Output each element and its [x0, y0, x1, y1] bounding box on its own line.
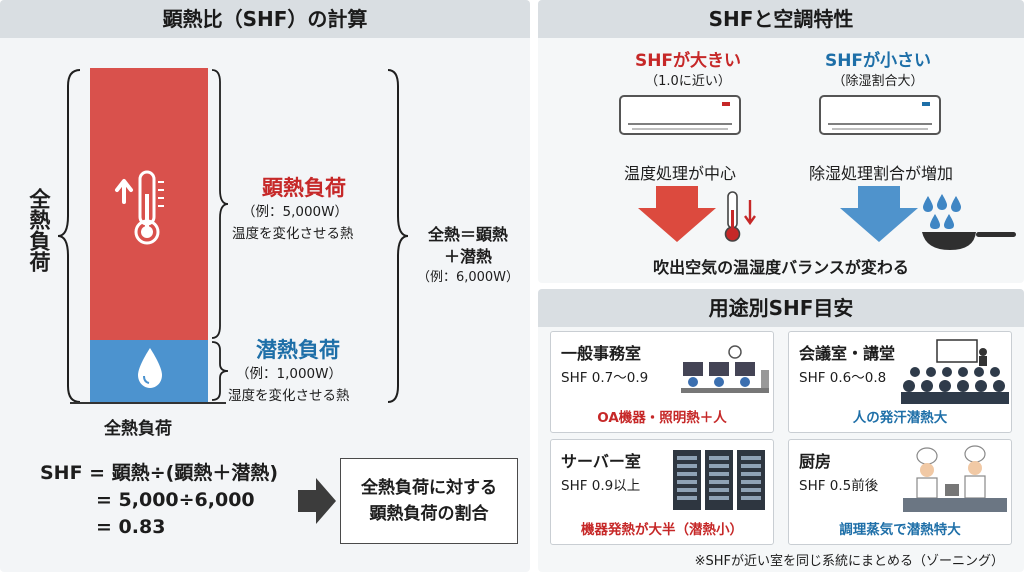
card-name: 会議室・講堂 — [799, 344, 896, 363]
shf-by-use-panel: 用途別SHF目安 一般事務室 SHF 0.7〜0.9 OA機器・照明熱＋人 会議… — [538, 289, 1024, 572]
low-shf-title: SHFが小さい — [824, 51, 932, 71]
air-conditioner-icon — [819, 95, 941, 135]
formula-line3: = 0.83 — [96, 516, 166, 538]
card-note: 機器発熱が大半（潜熱小） — [581, 522, 743, 538]
chef-icon — [903, 445, 1007, 512]
left-brace — [57, 69, 81, 403]
dripping-water-icon — [923, 194, 961, 229]
result-line1: 全熱負荷に対する — [361, 478, 497, 498]
card-name: 厨房 — [799, 452, 832, 471]
shf-formula: SHF = 顕熱÷(顕熱＋潜熱) = 5,000÷6,000 = 0.83 — [40, 460, 278, 541]
office-icon — [681, 345, 769, 393]
low-shf-desc: 除湿処理割合が増加 — [808, 164, 953, 183]
result-box: 全熱負荷に対する 顕熱負荷の割合 — [340, 458, 518, 544]
card-value: SHF 0.7〜0.9 — [561, 370, 649, 386]
balance-caption: 吹出空気の温湿度バランスが変わる — [653, 258, 909, 277]
formula-line1: SHF = 顕熱÷(顕熱＋潜熱) — [40, 462, 279, 484]
server-rack-icon — [673, 450, 765, 510]
latent-brace — [211, 341, 229, 401]
total-load-bottom-label: 全熱負荷 — [104, 419, 172, 439]
total-eq-line2: ＋潜熱 — [443, 247, 492, 266]
card-name: サーバー室 — [561, 452, 641, 471]
latent-load-desc: 湿度を変化させる熱 — [228, 388, 350, 404]
latent-load-example: （例：1,000W） — [236, 366, 342, 382]
high-shf-desc: 温度処理が中心 — [623, 164, 736, 183]
low-shf-sub: （除湿割合大） — [832, 74, 924, 89]
result-arrow-icon — [298, 478, 336, 524]
audience-icon — [901, 339, 1009, 404]
use-card-office: 一般事務室 SHF 0.7〜0.9 OA機器・照明熱＋人 — [550, 331, 774, 433]
card-value: SHF 0.9以上 — [561, 478, 641, 494]
use-card-conference: 会議室・講堂 SHF 0.6〜0.8 人の発汗潜熱大 — [788, 331, 1012, 433]
card-name: 一般事務室 — [561, 344, 642, 363]
shf-characteristics-panel: SHFと空調特性 SHFが大きい （1.0に近い） 温度処理が中心 SHFが小さ… — [538, 0, 1024, 283]
card-note: 人の発汗潜熱大 — [852, 410, 948, 426]
total-eq-line1: 全熱＝顕熱 — [427, 225, 508, 244]
total-equation: 全熱＝顕熱 ＋潜熱 （例：6,000W） — [412, 224, 524, 288]
sensible-load-example: （例：5,000W） — [242, 204, 348, 220]
panel-title: 用途別SHF目安 — [538, 289, 1024, 327]
high-shf-title: SHFが大きい — [634, 51, 742, 71]
total-eq-line3: （例：6,000W） — [416, 270, 520, 285]
result-line2: 顕熱負荷の割合 — [369, 504, 489, 524]
card-note: 調理蒸気で潜熱特大 — [839, 522, 961, 538]
use-card-kitchen: 厨房 SHF 0.5前後 調理蒸気で潜熱特大 — [788, 439, 1012, 545]
card-value: SHF 0.5前後 — [799, 478, 879, 494]
latent-load-title: 潜熱負荷 — [256, 338, 340, 362]
shf-calculation-panel: 顕熱比（SHF）の計算 全熱負荷 顕熱負荷 （例：5,000W） 温度を変化させ… — [0, 0, 530, 572]
frying-pan-icon — [922, 232, 1016, 250]
down-arrow-icon — [840, 186, 918, 242]
thermometer-icon — [115, 170, 164, 245]
high-shf-sub: （1.0に近い） — [645, 74, 731, 89]
panel-title: SHFと空調特性 — [538, 0, 1024, 38]
bar-base-line — [70, 402, 226, 404]
total-load-vertical-label: 全熱負荷 — [27, 188, 51, 272]
card-value: SHF 0.6〜0.8 — [799, 370, 887, 386]
thermometer-down-icon — [724, 191, 756, 242]
panel-title: 顕熱比（SHF）の計算 — [0, 0, 530, 38]
total-brace — [387, 69, 409, 403]
sensible-brace — [211, 69, 229, 339]
air-conditioner-icon — [619, 95, 741, 135]
zoning-footnote: ※SHFが近い室を同じ系統にまとめる（ゾーニング） — [694, 554, 1004, 569]
use-card-server-room: サーバー室 SHF 0.9以上 機器発熱が大半（潜熱小） — [550, 439, 774, 545]
down-arrow-icon — [638, 186, 716, 242]
sensible-load-title: 顕熱負荷 — [262, 176, 346, 200]
sensible-load-desc: 温度を変化させる熱 — [232, 226, 354, 242]
card-note: OA機器・照明熱＋人 — [597, 410, 727, 426]
formula-line2: = 5,000÷6,000 — [96, 489, 255, 511]
water-drop-icon — [138, 348, 162, 388]
